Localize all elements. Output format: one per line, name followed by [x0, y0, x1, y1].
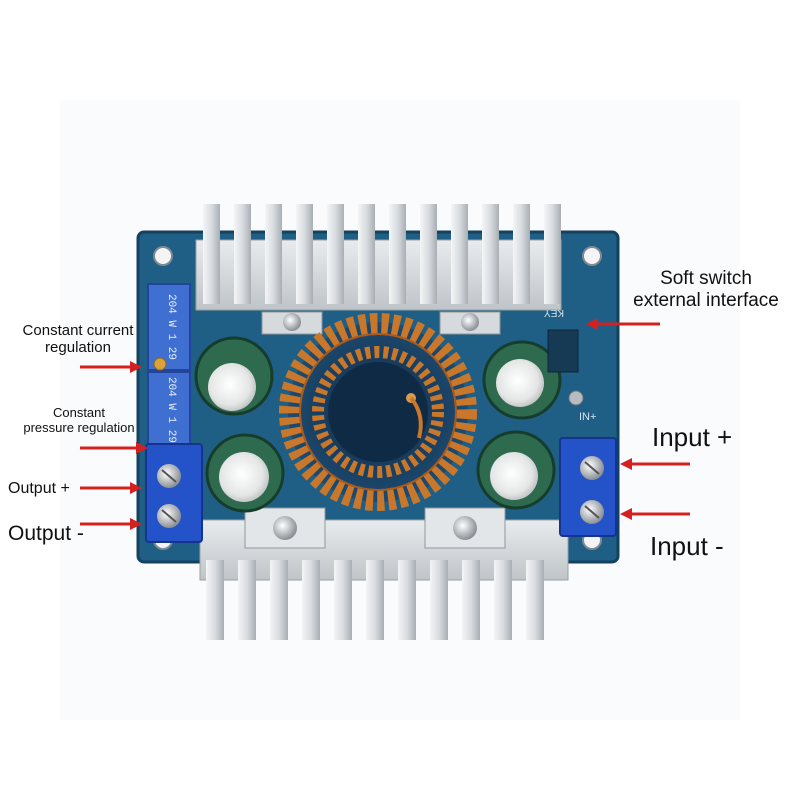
svg-text:IN+: IN+: [579, 411, 596, 423]
annotation-arrows: [80, 318, 690, 530]
label-input-minus: Input -: [650, 531, 724, 561]
pad-point: [568, 390, 584, 406]
label-input-plus: Input +: [652, 422, 733, 452]
input-terminal-block: [559, 437, 617, 537]
capacitor-top-right: [482, 340, 562, 420]
toroidal-inductor: [279, 313, 477, 511]
capacitor-top-left: [194, 336, 274, 416]
top-heatsink: [195, 204, 562, 335]
label-constant-current: Constant current regulation: [22, 322, 134, 357]
capacitor-bottom-left: [205, 433, 285, 513]
ic-chip: [547, 329, 579, 373]
label-constant-pressure: Constant pressure regulation: [23, 405, 135, 435]
svg-text:204 W 1 29: 204 W 1 29: [165, 377, 177, 443]
label-output-plus: Output +: [8, 480, 70, 497]
label-output-minus: Output -: [8, 522, 84, 545]
mount-hole-top-left: [153, 246, 173, 266]
current-potentiometer: 204 W 1 29: [147, 283, 191, 371]
label-soft-switch: Soft switch external interface: [633, 268, 779, 311]
svg-text:204 W 1 29: 204 W 1 29: [165, 294, 177, 360]
svg-text:KEY: KEY: [544, 307, 564, 318]
capacitor-bottom-right: [476, 430, 556, 510]
bottom-heatsink: [199, 507, 569, 640]
mount-hole-top-right: [582, 246, 602, 266]
output-terminal-block: [145, 443, 203, 543]
